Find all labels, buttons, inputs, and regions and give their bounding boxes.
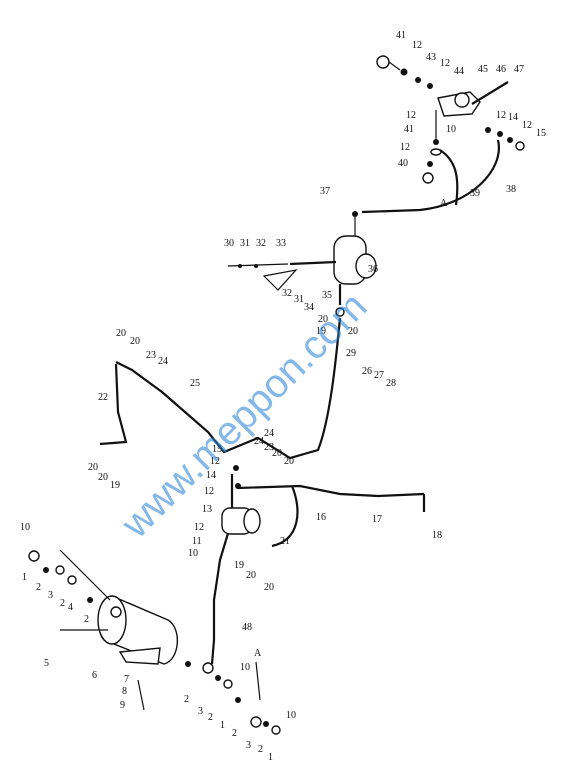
label-14: 14 [206, 470, 216, 481]
label-2: 2 [60, 598, 65, 609]
label-20: 20 [116, 328, 126, 339]
relay-valve-assembly [227, 211, 377, 317]
label-19: 19 [110, 480, 120, 491]
label-44: 44 [454, 66, 464, 77]
label-20: 20 [130, 336, 140, 347]
label-12: 12 [210, 456, 220, 467]
pipe-lines [99, 317, 426, 701]
label-22: 22 [98, 392, 108, 403]
label-23: 23 [146, 350, 156, 361]
label-12: 12 [406, 110, 416, 121]
air-tank [28, 549, 179, 665]
label-12: 12 [400, 142, 410, 153]
label-20: 20 [88, 462, 98, 473]
label-35: 35 [322, 290, 332, 301]
label-32: 32 [256, 238, 266, 249]
label-A-top: A [440, 198, 448, 209]
label-40: 40 [398, 158, 408, 169]
label-12: 12 [204, 486, 214, 497]
label-A-bottom: A [254, 648, 262, 659]
label-13: 13 [202, 504, 212, 515]
label-28: 28 [386, 378, 396, 389]
label-41: 41 [396, 30, 406, 41]
label-36: 36 [368, 264, 378, 275]
label-20: 20 [284, 456, 294, 467]
label-2: 2 [84, 614, 89, 625]
label-6: 6 [92, 670, 97, 681]
label-12: 12 [522, 120, 532, 131]
label-43: 43 [426, 52, 436, 63]
label-15: 15 [212, 444, 222, 455]
label-10: 10 [286, 710, 296, 721]
label-20: 20 [318, 314, 328, 325]
label-25: 25 [190, 378, 200, 389]
label-24: 24 [254, 436, 264, 447]
label-27: 27 [374, 370, 384, 381]
label-11: 11 [192, 536, 202, 547]
label-48: 48 [242, 622, 252, 633]
label-17: 17 [372, 514, 382, 525]
label-2: 2 [184, 694, 189, 705]
label-26: 26 [362, 366, 372, 377]
label-38: 38 [506, 184, 516, 195]
label-46: 46 [496, 64, 506, 75]
label-3: 3 [198, 706, 203, 717]
label-10: 10 [20, 522, 30, 533]
label-19: 19 [234, 560, 244, 571]
label-12: 12 [412, 40, 422, 51]
label-20: 20 [264, 582, 274, 593]
label-21: 21 [280, 536, 290, 547]
label-20: 20 [246, 570, 256, 581]
brake-chamber [221, 465, 261, 535]
label-31: 31 [240, 238, 250, 249]
label-12: 12 [194, 522, 204, 533]
label-20: 20 [348, 326, 358, 337]
label-4: 4 [68, 602, 73, 613]
label-29: 29 [346, 348, 356, 359]
label-9: 9 [120, 700, 125, 711]
label-45: 45 [478, 64, 488, 75]
label-18: 18 [432, 530, 442, 541]
label-2: 2 [232, 728, 237, 739]
label-23: 23 [264, 442, 274, 453]
bottom-fittings [137, 661, 281, 735]
label-10: 10 [188, 548, 198, 559]
label-30: 30 [224, 238, 234, 249]
label-20: 20 [98, 472, 108, 483]
top-valve-assembly [361, 55, 525, 214]
label-2: 2 [36, 582, 41, 593]
label-12: 12 [496, 110, 506, 121]
label-7: 7 [124, 674, 129, 685]
label-10: 10 [446, 124, 456, 135]
label-2: 2 [208, 712, 213, 723]
label-16: 16 [316, 512, 326, 523]
label-24: 24 [264, 428, 274, 439]
label-8: 8 [122, 686, 127, 697]
label-37: 37 [320, 186, 330, 197]
label-19: 19 [316, 326, 326, 337]
label-1: 1 [22, 572, 27, 583]
label-3: 3 [48, 590, 53, 601]
label-12: 12 [440, 58, 450, 69]
label-20: 20 [272, 448, 282, 459]
label-5: 5 [44, 658, 49, 669]
label-41: 41 [404, 124, 414, 135]
label-1: 1 [220, 720, 225, 731]
label-32: 32 [282, 288, 292, 299]
label-2: 2 [258, 744, 263, 755]
label-15: 15 [536, 128, 546, 139]
label-31: 31 [294, 294, 304, 305]
part-number-labels: 41 12 43 12 44 45 46 47 12 41 10 12 40 1… [20, 30, 546, 763]
label-10: 10 [240, 662, 250, 673]
label-34: 34 [304, 302, 314, 313]
label-47: 47 [514, 64, 524, 75]
label-14: 14 [508, 112, 518, 123]
label-33: 33 [276, 238, 286, 249]
label-24: 24 [158, 356, 168, 367]
label-3: 3 [246, 740, 251, 751]
label-1: 1 [268, 752, 273, 763]
label-39: 39 [470, 188, 480, 199]
